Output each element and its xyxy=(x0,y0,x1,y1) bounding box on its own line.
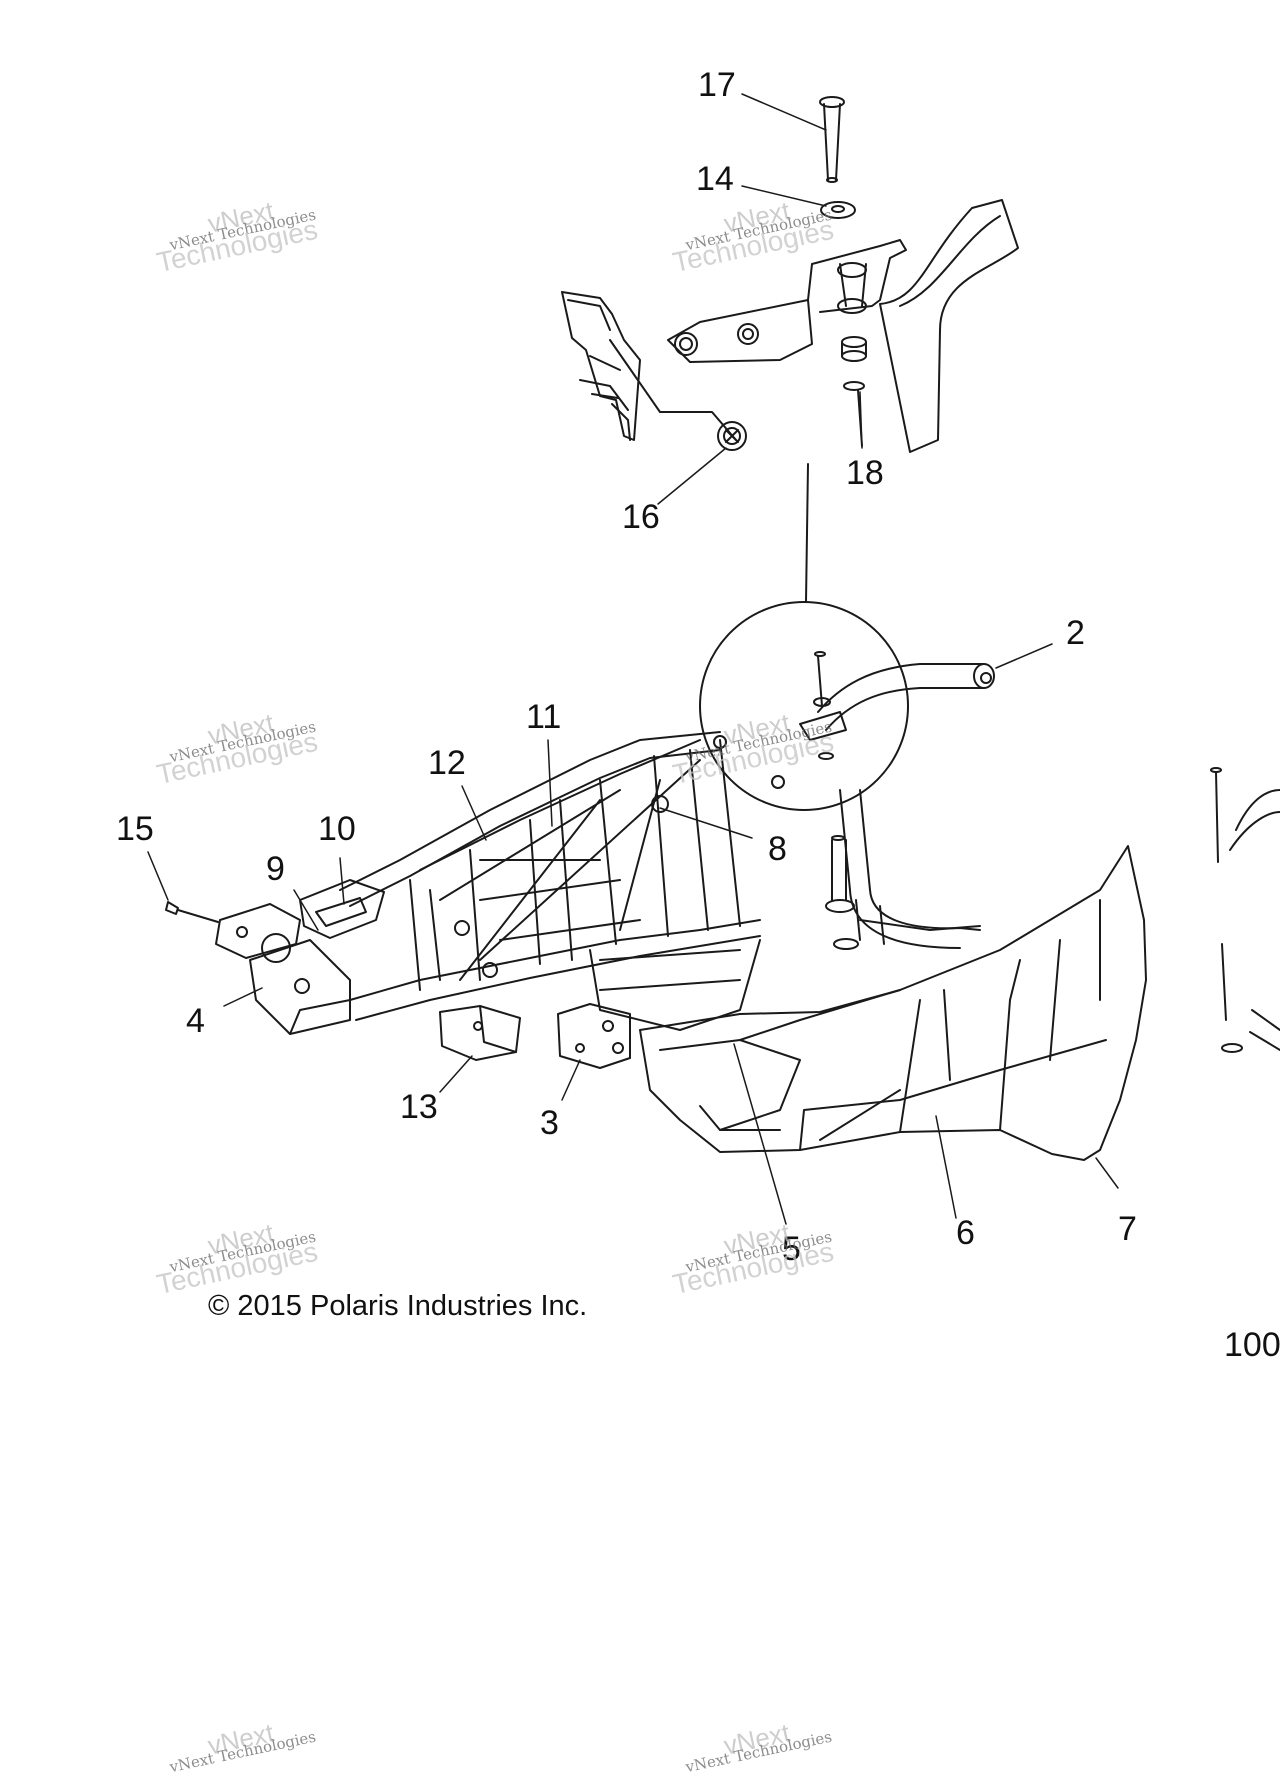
callout-16: 16 xyxy=(622,498,660,536)
diagram-code: 100 xyxy=(1224,1326,1280,1364)
callout-13: 13 xyxy=(400,1088,438,1126)
detail-zoom-contents xyxy=(771,651,847,789)
callout-14: 14 xyxy=(696,160,734,198)
callout-18: 18 xyxy=(846,454,884,492)
leader-lines xyxy=(147,93,1119,1225)
callout-11: 11 xyxy=(526,698,562,736)
callout-15: 15 xyxy=(116,810,154,848)
callout-6: 6 xyxy=(956,1214,975,1252)
detail-leader xyxy=(805,463,809,603)
detail-pin-assembly xyxy=(561,96,1019,453)
side-panel-assembly xyxy=(639,835,1147,1161)
detail-zoom-circle xyxy=(699,601,909,811)
callout-4: 4 xyxy=(186,1002,205,1040)
chassis-frame xyxy=(165,731,761,1069)
grab-bar xyxy=(817,663,995,949)
callout-17: 17 xyxy=(698,66,736,104)
callout-10: 10 xyxy=(318,810,356,848)
callout-2: 2 xyxy=(1066,614,1085,652)
callout-12: 12 xyxy=(428,744,466,782)
right-edge-partial xyxy=(1210,767,1280,1053)
callout-8: 8 xyxy=(768,830,787,868)
callout-9: 9 xyxy=(266,850,285,888)
callout-5: 5 xyxy=(782,1230,801,1268)
copyright-notice: © 2015 Polaris Industries Inc. xyxy=(208,1290,588,1322)
callout-7: 7 xyxy=(1118,1210,1137,1248)
callout-3: 3 xyxy=(540,1104,559,1142)
